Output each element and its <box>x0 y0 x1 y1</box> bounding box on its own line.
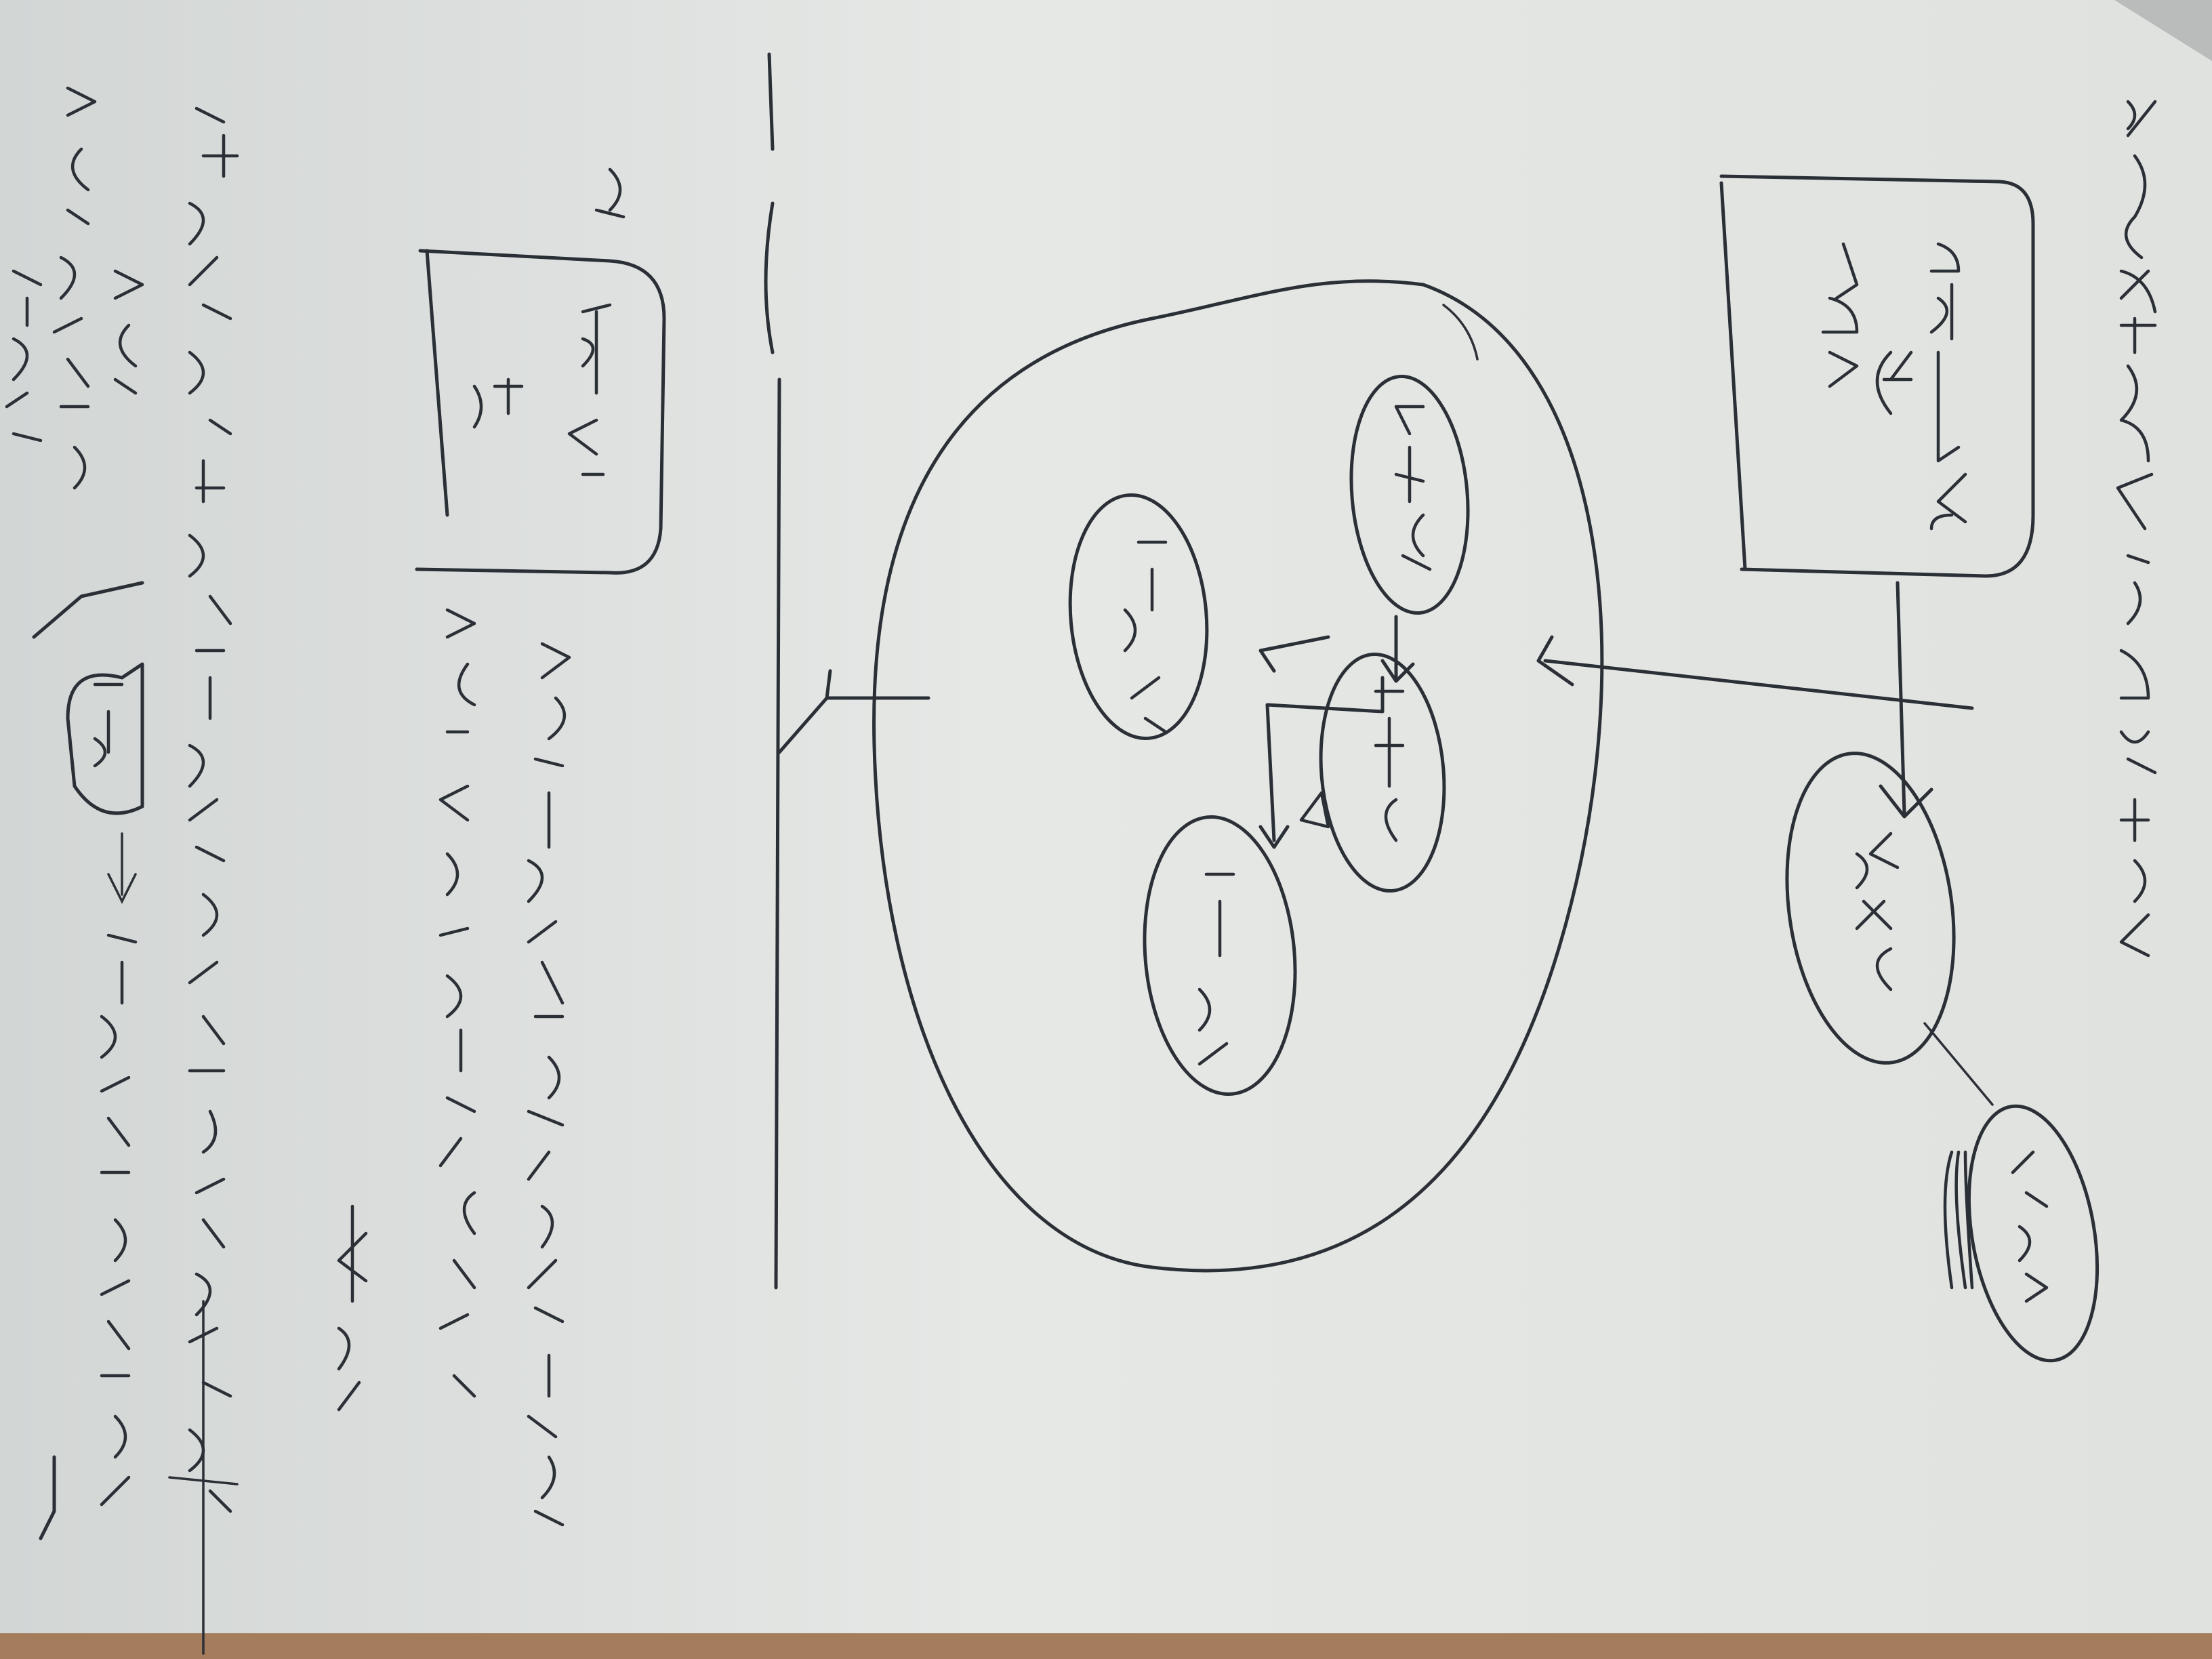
small-scribbled-oval <box>1923 1022 2100 1363</box>
paper-fold-shadow <box>2114 0 2212 61</box>
paper-bottom-edge <box>0 1633 2212 1659</box>
bottom-box <box>415 167 666 575</box>
inner-oval-left <box>1068 493 1209 741</box>
inner-oval-middle <box>1299 652 1446 893</box>
divider <box>764 52 930 1290</box>
arrow-box-to-oval <box>1879 581 1933 819</box>
handwritten-notes-text <box>5 86 571 1655</box>
inner-oval-bottom <box>1143 815 1297 1096</box>
handwritten-title <box>2116 100 2157 958</box>
big-region-oval <box>872 279 1604 1273</box>
inner-arrow-2 <box>1258 676 1385 849</box>
inner-arrow-3 <box>1258 635 1330 673</box>
inner-oval-top <box>1349 375 1470 615</box>
top-box <box>1719 174 2035 578</box>
inner-arrow-1 <box>1380 615 1415 683</box>
arrow-box-to-region <box>1536 635 1974 710</box>
right-oval <box>1785 752 1956 1065</box>
